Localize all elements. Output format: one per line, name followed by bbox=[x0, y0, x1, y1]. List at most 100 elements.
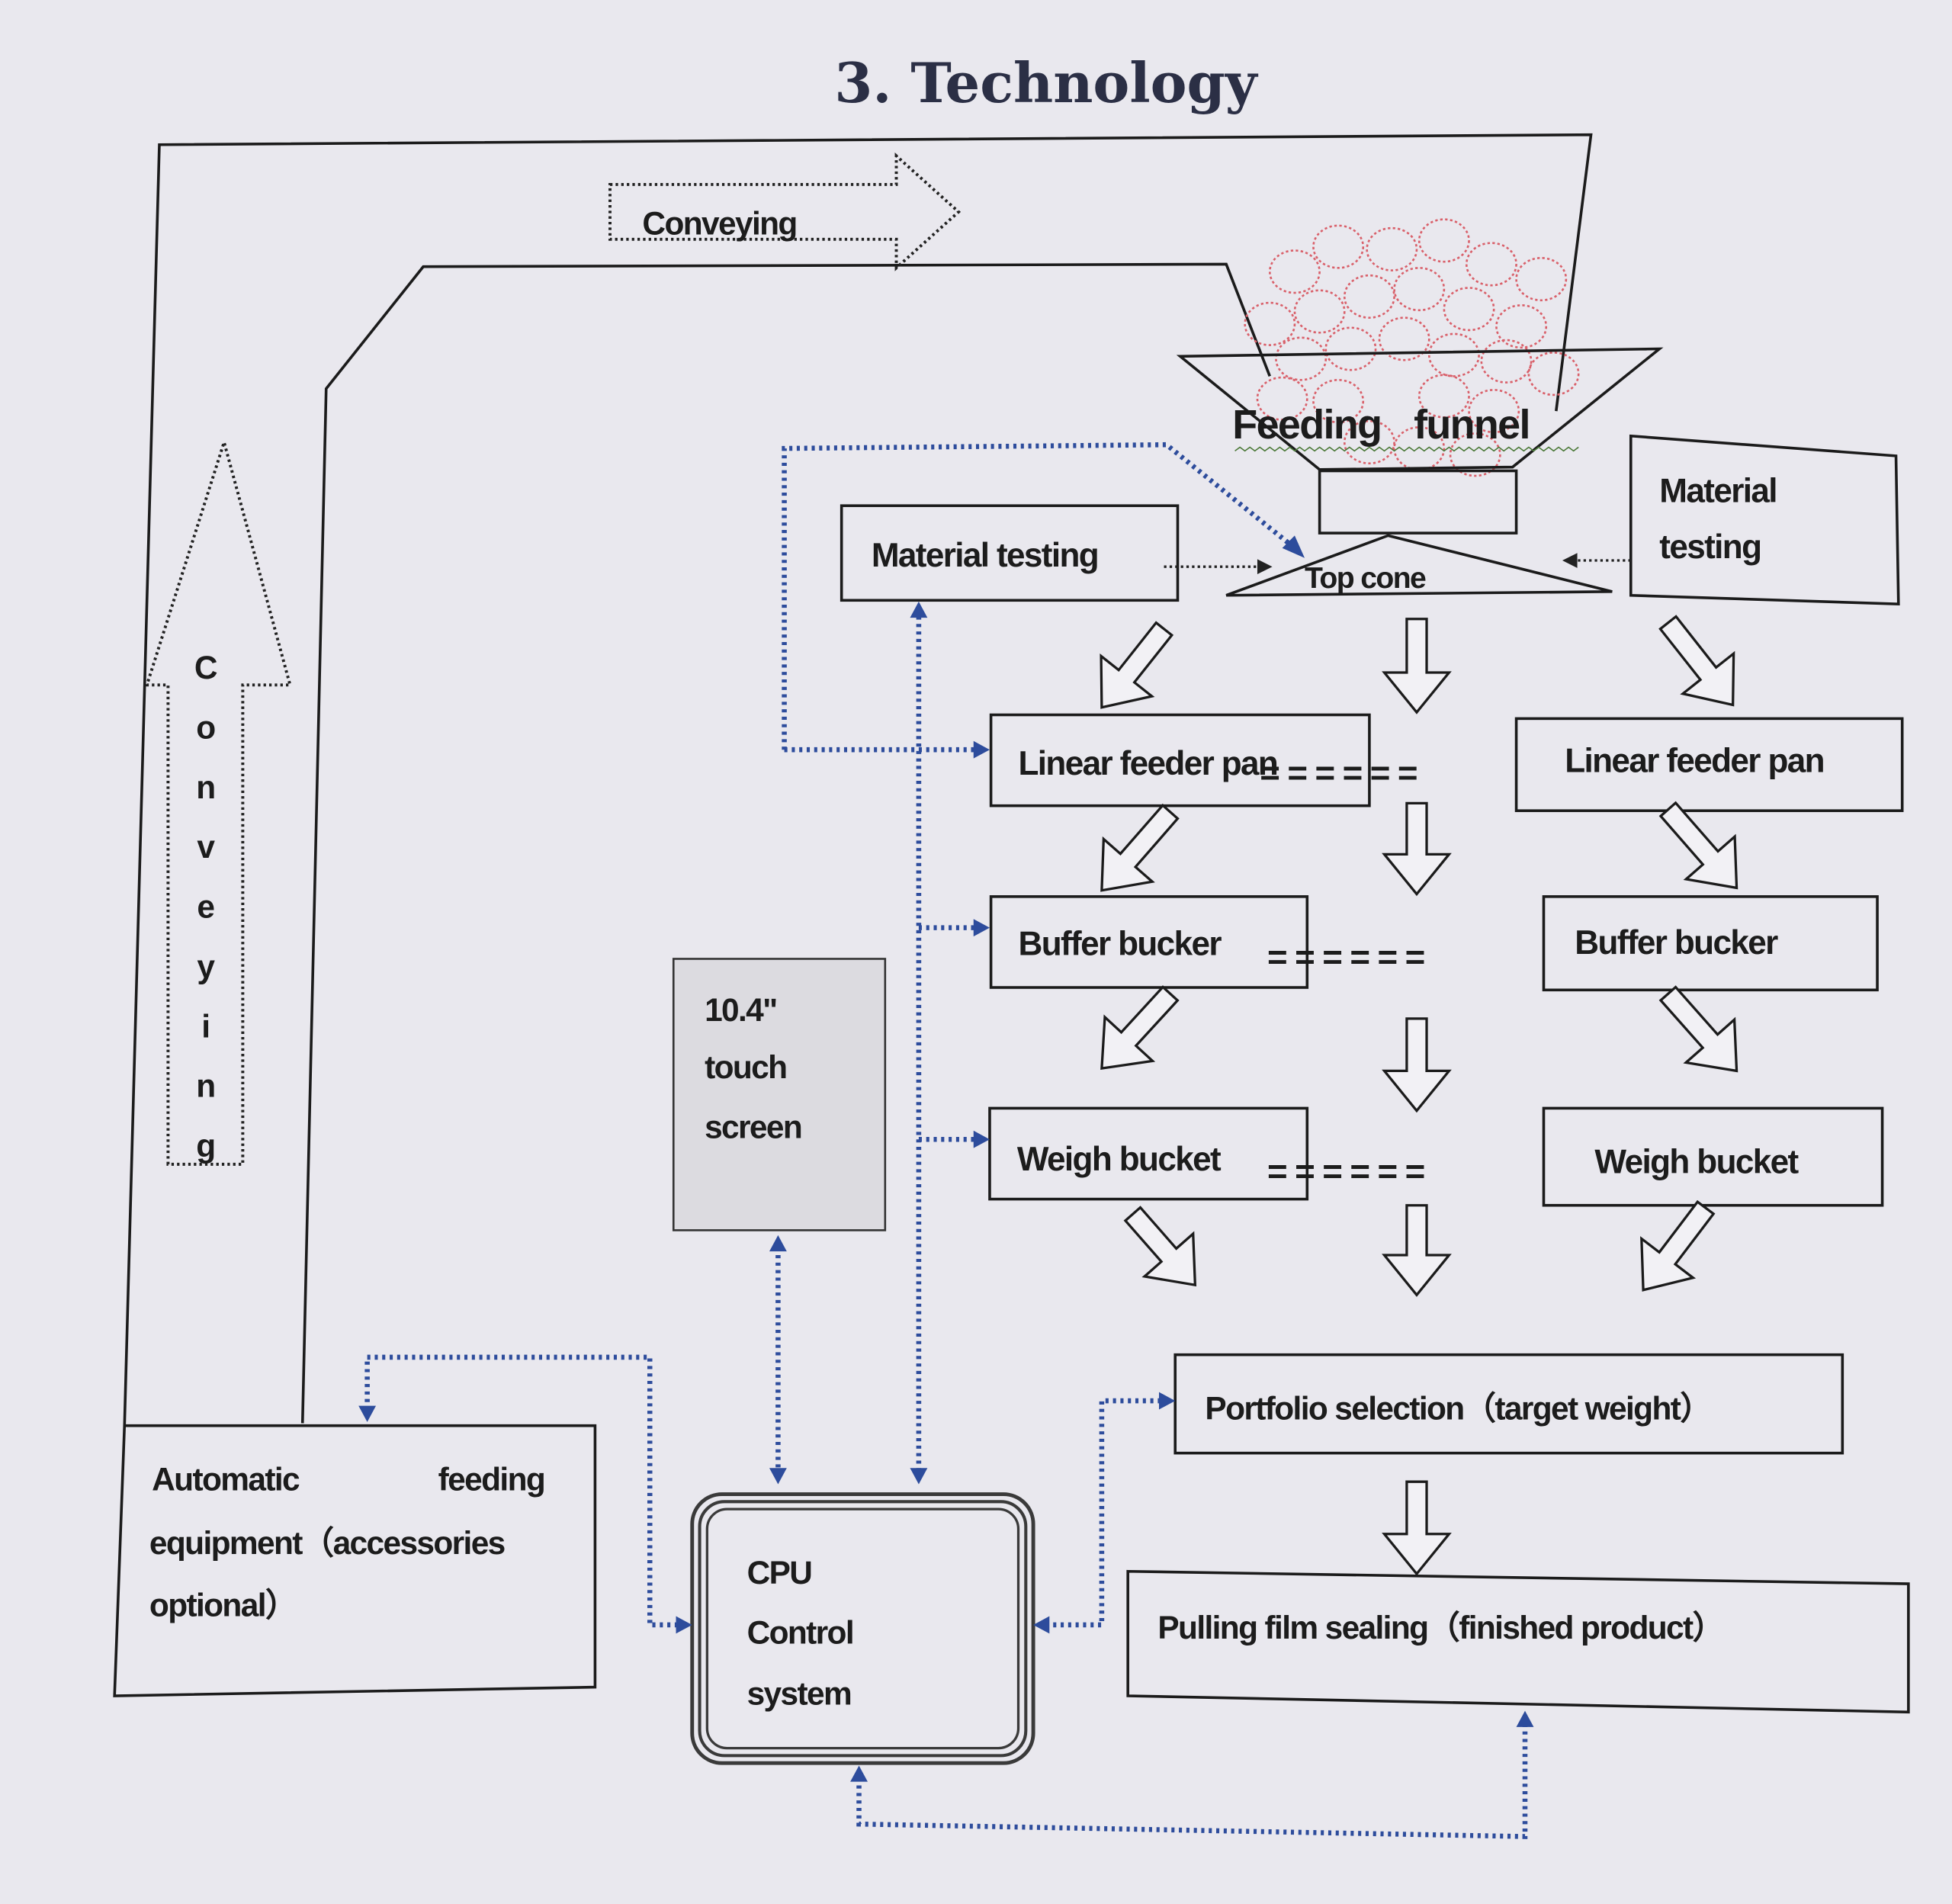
flow-arrow bbox=[1658, 985, 1738, 1073]
conveying-letter: v bbox=[197, 829, 215, 865]
material-particle bbox=[1443, 287, 1495, 332]
pulling-film-sealing-box bbox=[1126, 1569, 1910, 1714]
flow-arrow bbox=[1640, 1199, 1716, 1292]
material-particle bbox=[1417, 218, 1470, 263]
conveying-letter: y bbox=[197, 949, 215, 984]
material-particle bbox=[1465, 242, 1517, 287]
flow-arrow bbox=[1382, 618, 1452, 714]
flow-arrows bbox=[1100, 615, 1738, 1576]
weigh-right-box bbox=[1542, 1106, 1884, 1207]
touch-screen-label-3: screen bbox=[705, 1109, 801, 1145]
material-particles bbox=[1244, 218, 1580, 477]
arrowhead bbox=[910, 1468, 928, 1485]
flow-arrow bbox=[1382, 1204, 1452, 1297]
portfolio-selection-box bbox=[1173, 1353, 1844, 1455]
conveying-arrow-vertical: Conveying bbox=[144, 436, 292, 1166]
arrowhead bbox=[850, 1765, 868, 1782]
conveying-letter: i bbox=[201, 1008, 209, 1044]
material-testing-left-box bbox=[840, 504, 1180, 602]
material-testing-left-label: Material testing bbox=[872, 537, 1098, 574]
conveying-letter: e bbox=[197, 889, 214, 925]
flow-arrow bbox=[1100, 803, 1180, 892]
flow-arrow bbox=[1100, 621, 1174, 709]
arrowhead bbox=[358, 1405, 377, 1422]
conveying-letter: o bbox=[196, 709, 215, 745]
cpu-label-2: Control bbox=[747, 1614, 853, 1650]
material-particle bbox=[1468, 389, 1520, 434]
portfolio-selection-label: Portfolio selection（target weight） bbox=[1205, 1391, 1711, 1427]
arrowhead bbox=[1562, 553, 1578, 568]
equals-row-buffer: = = = = = = bbox=[1267, 938, 1424, 977]
material-particle bbox=[1275, 336, 1328, 381]
conveyor-outer-line bbox=[123, 133, 1593, 1426]
flow-arrow bbox=[1382, 1017, 1452, 1113]
arrowhead bbox=[1257, 559, 1273, 574]
conveying-label: Conveying bbox=[642, 205, 796, 241]
conveying-vertical-label: Conveying bbox=[194, 650, 219, 1164]
automatic-label-1: Automatic bbox=[152, 1462, 300, 1498]
material-particle bbox=[1312, 378, 1365, 424]
buffer-right-box bbox=[1542, 895, 1879, 992]
top-cone-shape bbox=[1225, 534, 1613, 597]
top-cone-label: Top cone bbox=[1305, 562, 1426, 595]
touch-screen-label-2: touch bbox=[705, 1049, 786, 1085]
flow-arrow bbox=[1658, 615, 1735, 707]
automatic-label-2: feeding bbox=[438, 1462, 544, 1498]
cpu-control-system-box bbox=[690, 1492, 1035, 1765]
arrowhead bbox=[676, 1616, 692, 1634]
material-particle bbox=[1495, 304, 1548, 349]
material-particle bbox=[1293, 289, 1346, 334]
feeding-funnel-label: Feeding funnel bbox=[1232, 402, 1530, 448]
automatic-label-3: equipment（accessories bbox=[149, 1525, 505, 1561]
linear-feeder-right-label: Linear feeder pan bbox=[1565, 743, 1824, 780]
equals-row-feeder: = = = = = = bbox=[1260, 753, 1417, 792]
flow-arrow bbox=[1100, 985, 1180, 1071]
material-particle bbox=[1269, 249, 1321, 294]
flow-arrow bbox=[1382, 801, 1452, 897]
control-links bbox=[358, 441, 1534, 1839]
diagram-title: 3. Technology bbox=[834, 51, 1258, 115]
spellcheck-underline bbox=[1234, 446, 1579, 452]
weigh-left-label: Weigh bucket bbox=[1017, 1141, 1222, 1178]
flow-arrow bbox=[1123, 1206, 1197, 1287]
conveying-letter: C bbox=[194, 650, 217, 686]
arrowhead bbox=[769, 1468, 787, 1485]
material-particle bbox=[1417, 374, 1470, 419]
buffer-left-label: Buffer bucker bbox=[1019, 926, 1222, 963]
conveying-letter: n bbox=[196, 769, 214, 805]
feeding-funnel-shape bbox=[1176, 347, 1664, 471]
material-particle bbox=[1256, 376, 1308, 421]
material-particle bbox=[1343, 274, 1395, 319]
material-particle bbox=[1378, 316, 1430, 361]
arrowhead bbox=[1516, 1710, 1534, 1727]
cpu-label-3: system bbox=[747, 1675, 851, 1711]
material-particle bbox=[1480, 339, 1533, 384]
flow-arrow bbox=[1658, 801, 1738, 890]
arrowhead bbox=[910, 601, 928, 618]
arrowhead bbox=[769, 1235, 787, 1252]
material-particle bbox=[1393, 267, 1446, 312]
flow-arrow bbox=[1382, 1480, 1452, 1576]
weigh-right-label: Weigh bucket bbox=[1594, 1143, 1799, 1180]
weigh-left-box bbox=[988, 1106, 1309, 1201]
arrowhead bbox=[973, 1130, 990, 1148]
material-particle bbox=[1312, 224, 1365, 269]
material-particle bbox=[1343, 419, 1395, 464]
material-testing-right-box bbox=[1629, 434, 1900, 606]
automatic-label-4: optional） bbox=[149, 1588, 297, 1623]
buffer-left-box bbox=[989, 895, 1309, 989]
funnel-neck-box bbox=[1318, 469, 1518, 535]
automatic-feeding-box bbox=[113, 1424, 597, 1697]
material-testing-right-label-2: testing bbox=[1659, 528, 1761, 566]
pulling-film-sealing-label: Pulling film sealing（finished product） bbox=[1157, 1610, 1723, 1646]
arrowhead bbox=[973, 919, 990, 937]
arrowhead bbox=[1159, 1392, 1176, 1410]
material-particle bbox=[1449, 432, 1501, 477]
conveying-letter: g bbox=[196, 1128, 214, 1164]
touch-screen-box bbox=[672, 958, 887, 1231]
conveyor-inner-line bbox=[300, 262, 1271, 1424]
arrowhead bbox=[973, 740, 990, 759]
cpu-label-1: CPU bbox=[747, 1555, 812, 1591]
material-particle bbox=[1515, 256, 1568, 302]
